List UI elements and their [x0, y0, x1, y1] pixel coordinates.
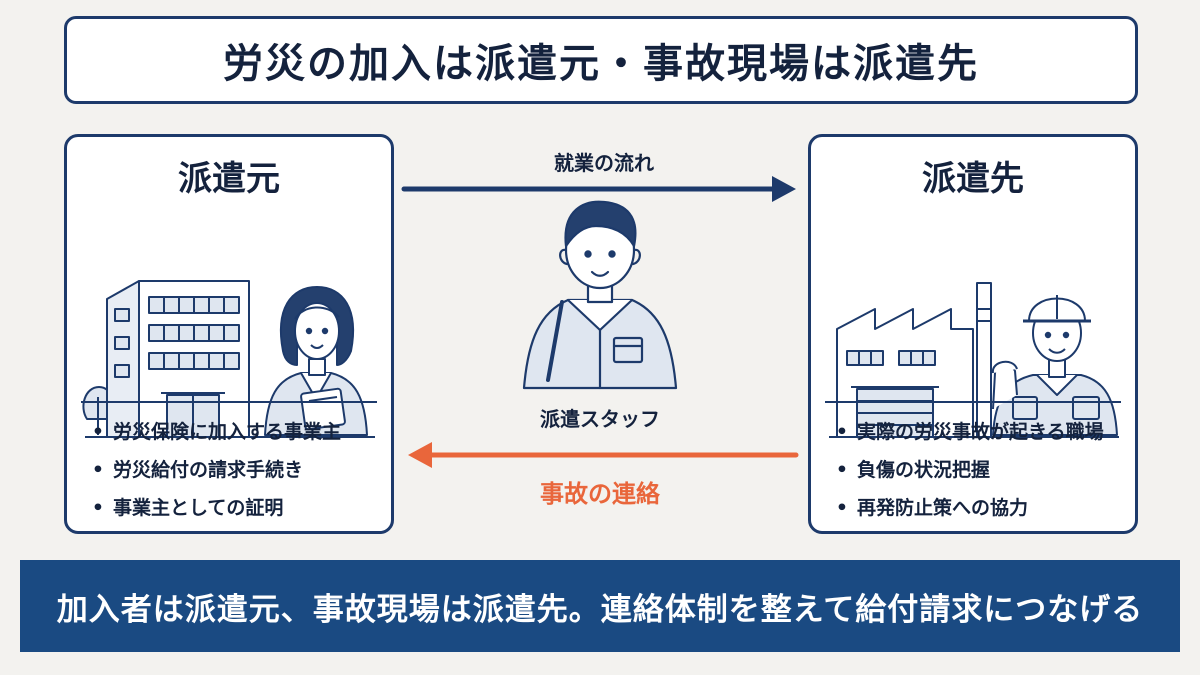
- client-list: 実際の労災事故が起きる職場 負傷の状況把握 再発防止策への協力: [831, 413, 1104, 527]
- client-card: 派遣先: [808, 134, 1138, 534]
- list-item: 労災保険に加入する事業主: [87, 413, 341, 451]
- dispatcher-card: 派遣元: [64, 134, 394, 534]
- office-worker-icon: [264, 286, 368, 436]
- page-title: 労災の加入は派遣元・事故現場は派遣先: [223, 41, 979, 87]
- accident-contact-label: 事故の連絡: [540, 480, 660, 508]
- summary-banner: 加入者は派遣元、事故現場は派遣先。連絡体制を整えて給付請求につなげる: [20, 560, 1180, 652]
- dispatcher-list: 労災保険に加入する事業主 労災給付の請求手続き 事業主としての証明: [87, 413, 341, 527]
- work-flow-arrow: [401, 176, 796, 202]
- title-box: 労災の加入は派遣元・事故現場は派遣先: [64, 16, 1138, 104]
- list-item: 負傷の状況把握: [831, 451, 1104, 489]
- accident-contact-arrow: [408, 442, 799, 468]
- list-item: 実際の労災事故が起きる職場: [831, 413, 1104, 451]
- staff-label: 派遣スタッフ: [540, 407, 660, 431]
- client-divider: [825, 401, 1121, 403]
- list-item: 労災給付の請求手続き: [87, 451, 341, 489]
- dispatched-staff-icon: [522, 200, 678, 390]
- client-heading: 派遣先: [922, 159, 1024, 199]
- summary-text: 加入者は派遣元、事故現場は派遣先。連絡体制を整えて給付請求につなげる: [56, 591, 1144, 628]
- list-item: 再発防止策への協力: [831, 489, 1104, 527]
- dispatcher-heading: 派遣元: [178, 159, 280, 199]
- work-flow-label: 就業の流れ: [554, 151, 654, 175]
- dispatcher-divider: [81, 401, 377, 403]
- list-item: 事業主としての証明: [87, 489, 341, 527]
